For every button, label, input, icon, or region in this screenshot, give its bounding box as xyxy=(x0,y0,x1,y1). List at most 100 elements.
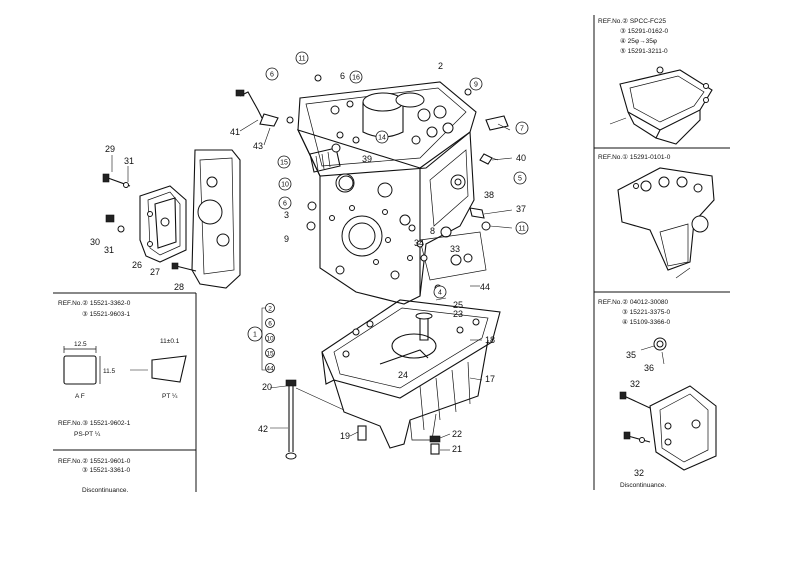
ref-text: REF.No.② SPCC-FC25 xyxy=(598,17,666,25)
ref-text: ③ 15221-3375-0 xyxy=(622,308,670,316)
svg-text:11: 11 xyxy=(298,56,305,63)
drain-plug xyxy=(357,425,441,455)
ref-text: ③ 15521-9603-1 xyxy=(82,310,130,318)
dim-label: 11.5 xyxy=(103,368,116,375)
callout-37: 37 xyxy=(516,204,526,214)
callout-3: 3 xyxy=(284,210,289,220)
panel-dividers xyxy=(53,15,730,492)
callout-44: 44 xyxy=(480,282,490,292)
callout-36: 36 xyxy=(644,363,654,373)
callout-19: 19 xyxy=(340,431,350,441)
ref-box-left-top: REF.No.② 15521-3362-0 ③ 15521-9603-1 12.… xyxy=(58,299,187,438)
circled-9: 9 xyxy=(469,77,483,91)
callout-29: 29 xyxy=(105,144,115,154)
callout-23: 23 xyxy=(453,309,463,319)
svg-text:11: 11 xyxy=(518,226,525,233)
svg-text:6: 6 xyxy=(268,321,272,328)
circled-11b: 11 xyxy=(515,221,529,235)
callout-8: 8 xyxy=(430,226,435,236)
circled-11: 11 xyxy=(295,51,309,65)
svg-text:9: 9 xyxy=(474,82,478,89)
group-1-item: 2 xyxy=(265,303,275,313)
circled-15: 15 xyxy=(277,155,291,169)
callout-40: 40 xyxy=(516,153,526,163)
svg-text:1: 1 xyxy=(253,332,257,339)
ref-text: REF.No.② 15521-3362-0 xyxy=(58,299,131,307)
ref-box-right-top: REF.No.② SPCC-FC25 ③ 15291-0162-0 ④ 25φ→… xyxy=(598,17,713,145)
svg-text:10: 10 xyxy=(281,182,289,189)
dim-label: 11±0.1 xyxy=(160,338,180,345)
group-1-item: 10 xyxy=(265,333,275,343)
ref-text: ⑤ 15291-3211-0 xyxy=(620,47,668,55)
ref-box-right-mid: REF.No.① 15291-0101-0 xyxy=(598,153,715,279)
parts-group-1: 1 2 6 10 15 44 xyxy=(247,303,275,373)
callout-39: 39 xyxy=(362,154,372,164)
svg-text:44: 44 xyxy=(266,366,274,373)
callout-24: 24 xyxy=(398,370,408,380)
callout-18: 18 xyxy=(485,335,495,345)
callout-34: 34 xyxy=(414,238,424,248)
group-1-item: 15 xyxy=(265,348,275,358)
ref-text: REF.No.① 15291-0101-0 xyxy=(598,153,671,161)
callout-21: 21 xyxy=(452,444,462,454)
callout-42: 42 xyxy=(258,424,268,434)
ref-text: REF.No.② 15521-9601-0 xyxy=(58,457,131,465)
note-text: Discontinuance. xyxy=(82,487,128,494)
callout-17: 17 xyxy=(485,374,495,384)
callout-9: 9 xyxy=(284,234,289,244)
svg-text:6: 6 xyxy=(270,72,274,79)
callout-30: 30 xyxy=(90,237,100,247)
circled-4: 4 xyxy=(433,285,447,299)
ref-box-left-bottom: REF.No.② 15521-9601-0 ③ 15521-3361-0 Dis… xyxy=(58,457,131,494)
callout-33: 33 xyxy=(450,244,460,254)
svg-text:10: 10 xyxy=(266,336,274,343)
ref-text: ③ 15521-3361-0 xyxy=(82,466,130,474)
block-fittings xyxy=(235,74,509,292)
callout-32: 32 xyxy=(630,379,640,389)
group-1-item: 44 xyxy=(265,363,275,373)
circled-16: 16 xyxy=(349,70,363,84)
group-1-item: 6 xyxy=(265,318,275,328)
callout-28: 28 xyxy=(174,282,184,292)
circled-6a: 6 xyxy=(265,67,279,81)
gear-case-assembly xyxy=(102,149,241,289)
svg-text:7: 7 xyxy=(520,126,524,133)
circled-7: 7 xyxy=(515,121,529,135)
callout-31-lower: 31 xyxy=(104,245,114,255)
callout-31: 31 xyxy=(124,156,134,166)
callout-41: 41 xyxy=(230,127,240,137)
callout-6: 6 xyxy=(340,71,345,81)
callout-38: 38 xyxy=(484,190,494,200)
ref-text: ④ 25φ→35φ xyxy=(620,37,657,45)
note-text: Discontinuance. xyxy=(620,482,666,489)
svg-text:16: 16 xyxy=(352,75,360,82)
callout-20: 20 xyxy=(262,382,272,392)
callout-2: 2 xyxy=(438,61,443,71)
callout-35: 35 xyxy=(626,350,636,360)
callout-27: 27 xyxy=(150,267,160,277)
callout-43: 43 xyxy=(253,141,263,151)
dim-label: A F xyxy=(75,393,85,400)
callout-22: 22 xyxy=(452,429,462,439)
callout-26: 26 xyxy=(132,260,142,270)
cylinder-block xyxy=(296,81,487,305)
circled-14: 14 xyxy=(375,130,389,144)
svg-text:5: 5 xyxy=(518,176,522,183)
circled-6b: 6 xyxy=(278,196,292,210)
ref-box-right-bottom: REF.No.② 04012-30080 ③ 15221-3375-0 ④ 15… xyxy=(598,298,717,489)
svg-text:6: 6 xyxy=(283,201,287,208)
ref-text: ③ 15291-0162-0 xyxy=(620,27,668,35)
svg-text:15: 15 xyxy=(280,160,288,167)
callout-25: 25 xyxy=(453,300,463,310)
ref-text: REF.No.② 04012-30080 xyxy=(598,298,669,306)
circled-5: 5 xyxy=(513,171,527,185)
oil-pan xyxy=(321,299,501,449)
svg-text:4: 4 xyxy=(438,290,442,297)
svg-text:15: 15 xyxy=(266,351,274,358)
ref-text: ④ 15109-3366-0 xyxy=(622,318,670,326)
dim-label: PT ¼ xyxy=(162,393,178,400)
long-bolt xyxy=(285,379,345,460)
ref-text: REF.No.③ 15521-9602-1 xyxy=(58,419,131,427)
ref-text: PS-PT ¼ xyxy=(74,431,101,438)
